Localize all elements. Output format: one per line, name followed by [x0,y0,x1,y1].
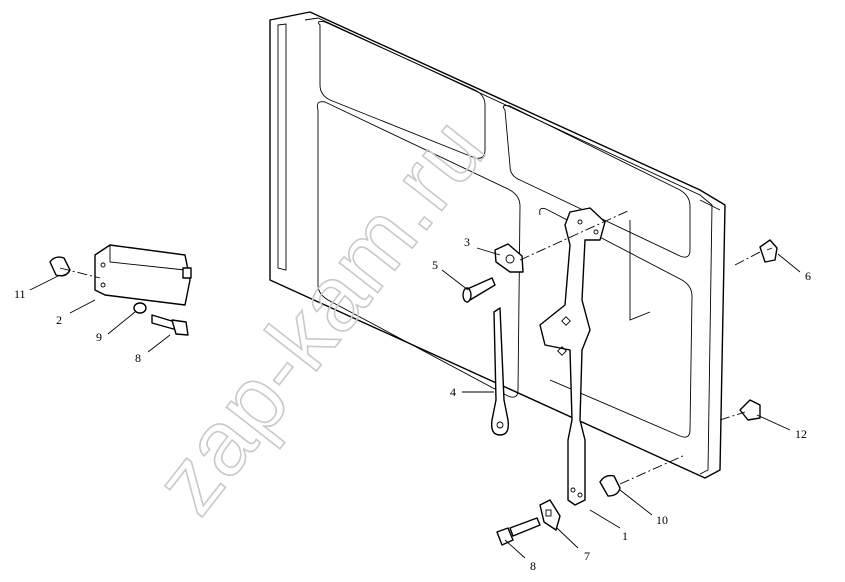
part-5-screw [462,277,496,303]
callout-9: 9 [96,330,102,344]
callout-8-bottom: 8 [530,559,536,573]
part-8-bolt-bottom [496,517,541,546]
callout-11: 11 [14,287,26,301]
callout-3: 3 [464,235,470,249]
callout-12: 12 [795,427,807,441]
callout-4: 4 [450,385,456,399]
callout-1: 1 [622,529,628,543]
part-6-pin [759,239,778,263]
rear-panel [269,11,726,479]
part-2-bracket [94,244,192,306]
callout-7: 7 [584,549,590,563]
part-9-washer [133,302,147,314]
watermark: zap-kam.ru [135,99,505,532]
callout-6: 6 [805,269,811,283]
callout-2: 2 [56,313,62,327]
part-11-plug [49,256,71,277]
part-7-plate [539,499,561,531]
leader-lines [29,247,801,559]
part-1-hinge-bracket [539,207,606,506]
part-3-clamp [494,243,524,273]
callout-8-left: 8 [135,351,141,365]
part-4-link-rod [490,307,510,436]
part-10-bushing [599,474,621,497]
callout-10: 10 [656,513,668,527]
part-12-pin [739,399,761,421]
callout-5: 5 [432,258,438,272]
part-8-bolt-left [151,314,189,336]
